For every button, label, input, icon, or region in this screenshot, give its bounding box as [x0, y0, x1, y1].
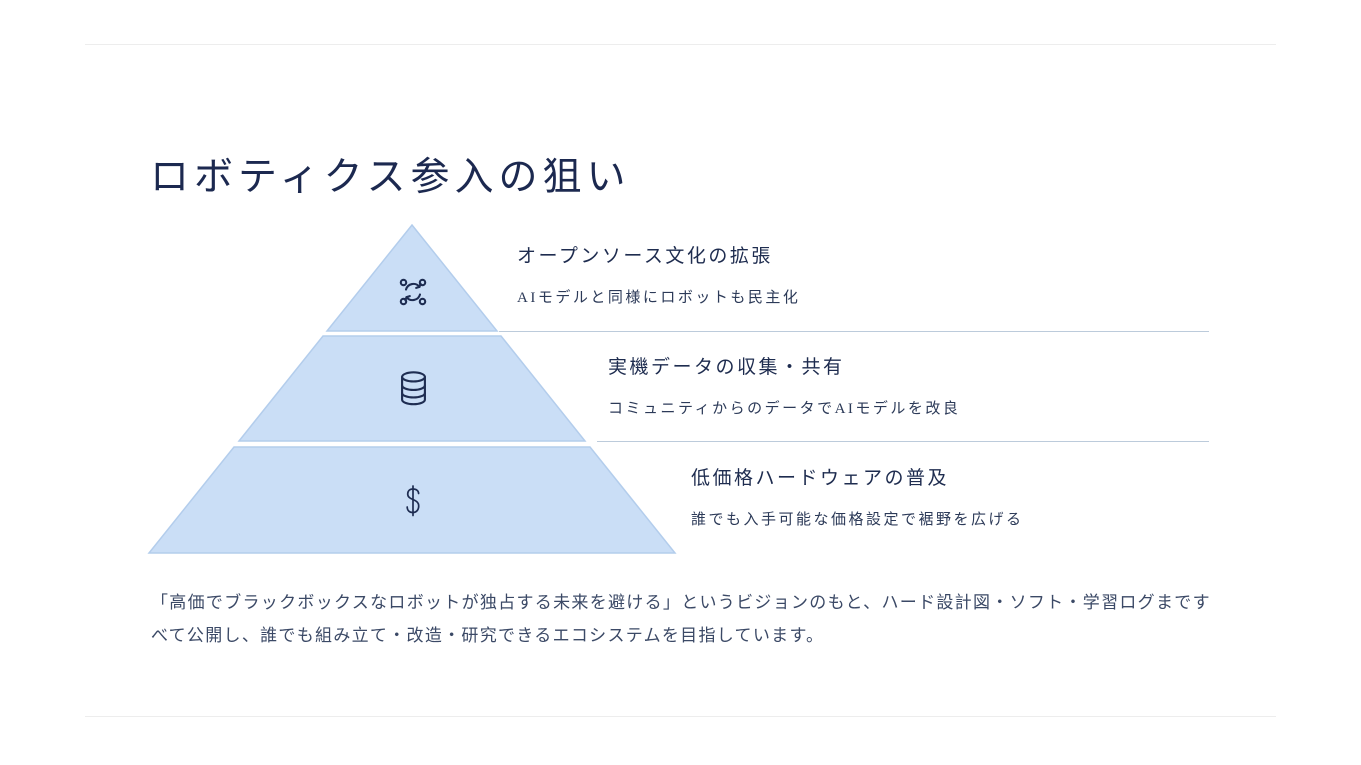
tier-3-description: 誰でも入手可能な価格設定で裾野を広げる	[691, 512, 1024, 528]
tier-2-divider	[597, 441, 1209, 442]
dollar-sign-icon	[404, 485, 422, 522]
tier-2-heading: 実機データの収集・共有	[608, 357, 845, 378]
pyramid-tier-top	[325, 224, 499, 332]
tier-2-description: コミュニティからのデータでAIモデルを改良	[608, 401, 961, 417]
database-icon	[399, 371, 428, 411]
tier-1-divider	[499, 331, 1209, 332]
pyramid-tier-middle	[237, 335, 587, 442]
page-title: ロボティクス参入の狙い	[150, 156, 631, 200]
slide-top-border	[85, 44, 1276, 45]
slide-bottom-border	[85, 716, 1276, 717]
tier-1-heading: オープンソース文化の拡張	[517, 246, 773, 267]
tier-1-description: AIモデルと同様にロボットも民主化	[517, 290, 801, 306]
vision-paragraph: 「高価でブラックボックスなロボットが独占する未来を避ける」というビジョンのもと、…	[151, 593, 1211, 645]
cycle-nodes-icon	[395, 274, 431, 315]
tier-3-heading: 低価格ハードウェアの普及	[691, 468, 950, 489]
